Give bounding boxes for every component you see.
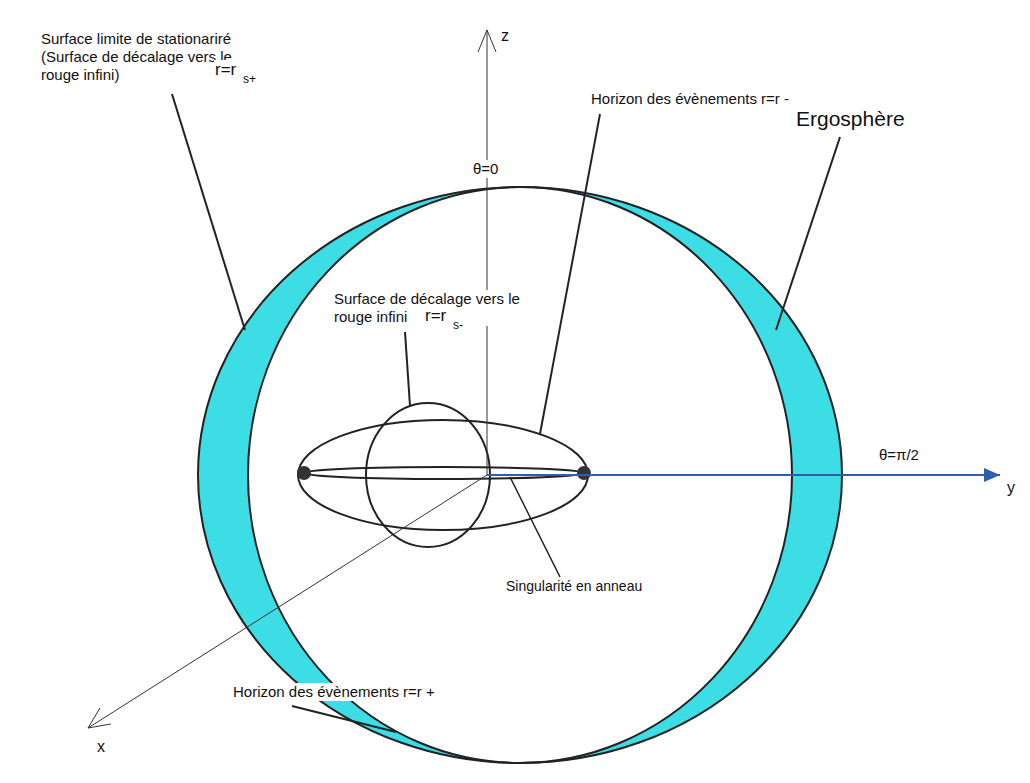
- annotation-label: Horizon des évènements r=r -: [590, 90, 790, 108]
- inner-redshift-surface: [366, 403, 490, 547]
- y-axis: [487, 474, 1000, 476]
- z-axis: [487, 30, 488, 475]
- y-arrowhead: [984, 468, 1000, 482]
- ring-dot: [577, 466, 591, 480]
- leader-line: [405, 332, 410, 406]
- ring-singularity: [304, 467, 584, 479]
- annotation-label: z: [500, 26, 510, 45]
- annotation-label: s+: [242, 72, 257, 86]
- annotation-label: r=r: [214, 60, 237, 80]
- leader-line: [540, 114, 600, 434]
- leader-line: [510, 477, 560, 577]
- z-arrowhead: [478, 30, 496, 52]
- annotation-label: Horizon des évènements r=r +: [232, 683, 436, 701]
- x-axis: [88, 475, 487, 728]
- annotation-label: s-: [452, 318, 464, 332]
- annotation-label: x: [96, 737, 106, 756]
- leader-line: [292, 706, 396, 732]
- ring-dot: [297, 466, 311, 480]
- annotation-label: θ=π/2: [878, 446, 920, 464]
- annotation-label: r=r: [424, 306, 447, 326]
- annotation-label: y: [1006, 478, 1016, 497]
- annotation-label: θ=0: [472, 160, 499, 178]
- leader-line: [172, 94, 245, 330]
- annotation-label: Singularité en anneau: [505, 578, 643, 595]
- leader-line: [776, 137, 840, 330]
- annotation-label: Ergosphère: [795, 106, 906, 131]
- x-arrowhead: [88, 708, 111, 728]
